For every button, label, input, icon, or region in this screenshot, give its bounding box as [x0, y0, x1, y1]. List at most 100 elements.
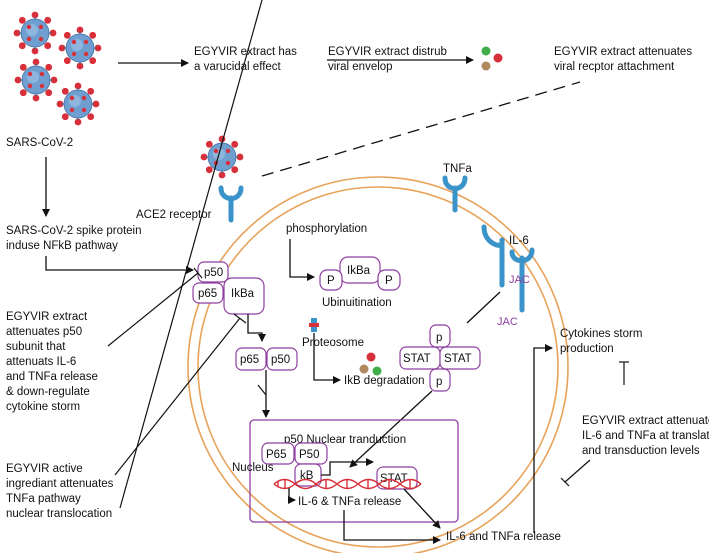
p-left-text: P — [327, 275, 335, 287]
tnfa-label: TNFa — [443, 163, 472, 175]
p65-box — [192, 282, 224, 304]
p50-inhib-text-6: & down-regulate — [6, 386, 90, 398]
ace2-receptor-icon — [221, 188, 241, 220]
deg-dot-brown — [359, 364, 369, 374]
virus-icon — [55, 81, 101, 127]
inhib-release-bar — [560, 477, 570, 487]
P50-text: P50 — [299, 449, 319, 461]
translation-text-2: IL-6 and TNFa at translation — [582, 430, 709, 442]
nucleus-label: Nucleus — [232, 462, 274, 474]
proteosome-label: Proteosome — [302, 337, 364, 349]
p50-inhib-text-5: and TNFa release — [6, 371, 98, 383]
p50-box — [197, 261, 229, 283]
p50-text: p50 — [204, 267, 223, 279]
cell-membrane-inner — [197, 186, 559, 548]
il6-receptor-arm — [481, 224, 505, 248]
virucidal-text-1: EGYVIR extract has — [194, 46, 297, 58]
cytokine-storm-text-2: production — [560, 343, 614, 355]
il6-label: IL-6 — [509, 235, 529, 247]
ikba-text: IkBa — [231, 288, 255, 300]
active-text-4: nuclear translocation — [6, 508, 112, 520]
stat-nuc-box — [376, 466, 418, 490]
nucleus-box — [249, 419, 459, 523]
il6-tnfa-release-nuc-label: IL-6 & TNFa release — [298, 496, 401, 508]
active-text-2: ingrediant attenuates — [6, 478, 114, 490]
particle-red — [493, 53, 503, 63]
arrow-nuc-release — [343, 510, 441, 544]
inhib-ikba-bar — [233, 313, 247, 324]
deg-dot-red — [366, 352, 376, 362]
p50b-box — [266, 347, 298, 371]
p50-inhib-text-4: attenuats IL-6 — [6, 356, 76, 368]
arrow-to-cytokine-storm — [533, 344, 553, 533]
arrow-to-p50 — [45, 256, 194, 274]
jac-top-label: JAC — [509, 274, 530, 286]
spike-text-2: induse NFkB pathway — [6, 240, 118, 252]
stat-right-box — [439, 346, 481, 370]
attachment-text-2: viral recptor attachment — [554, 61, 675, 73]
stat-left-text: STAT — [403, 353, 431, 365]
p65-text: p65 — [198, 288, 217, 300]
arrow-stat-to-nucleus — [349, 390, 433, 468]
ikba-box — [223, 277, 265, 315]
ikba2-text: IkBa — [347, 265, 371, 277]
p-top-box — [429, 324, 451, 348]
inhib-p50-line — [107, 272, 199, 347]
p50b-text: p50 — [271, 354, 290, 366]
p65b-box — [235, 347, 267, 371]
translation-text-1: EGYVIR extract attenuates — [582, 415, 709, 427]
arrow-stat-release — [403, 488, 441, 529]
proteosome-icon — [309, 318, 319, 332]
cytokine-storm-text-1: Cytokines storm — [560, 328, 642, 340]
p50-inhib-text-7: cytokine storm — [6, 401, 80, 413]
p65b-text: p65 — [240, 354, 259, 366]
P65-text: P65 — [266, 449, 286, 461]
tnfa-receptor-icon — [445, 178, 465, 210]
ubiquitination-label: Ubinuitination — [322, 297, 392, 309]
p-bottom-text: p — [436, 376, 442, 388]
ikb-degradation-label: IkB degradation — [344, 375, 425, 387]
attachment-text-1: EGYVIR extract attenuates — [554, 46, 692, 58]
inhib-p50-bar — [193, 267, 203, 279]
inhib-p65p50-line — [119, 0, 263, 509]
envelope-text-1: EGYVIR extract distrub — [328, 46, 447, 58]
virus-label: SARS-CoV-2 — [6, 137, 73, 149]
P65-box — [261, 442, 295, 465]
p-left-box — [319, 269, 343, 291]
arrow-kb-to-stat — [321, 458, 374, 476]
active-text-3: TNFa pathway — [6, 493, 81, 505]
inhib-release-line — [564, 459, 591, 483]
arrow-release-nuc — [288, 488, 296, 504]
dna-helix-icon — [273, 478, 422, 490]
jac-bottom-label: JAC — [497, 316, 518, 328]
active-text-1: EGYVIR active — [6, 463, 83, 475]
p50-inhib-text-2: attenuates p50 — [6, 326, 82, 338]
p50-inhib-text-3: subunit that — [6, 341, 66, 353]
inhib-ikba-line — [114, 317, 241, 476]
ace2-label: ACE2 receptor — [136, 209, 212, 221]
arrow-degradation — [313, 333, 341, 384]
virus-icon — [13, 11, 58, 56]
p-right-text: P — [385, 275, 393, 287]
cell-membrane-outer — [187, 176, 569, 553]
particle-brown — [481, 61, 491, 71]
p-right-box — [377, 269, 401, 291]
p50-inhib-text-1: EGYVIR extract — [6, 311, 88, 323]
arrow-phosphorylation — [289, 239, 315, 281]
stat-right-text: STAT — [444, 353, 472, 365]
virus-icon — [14, 57, 59, 103]
translation-text-3: and transduction levels — [582, 445, 700, 457]
arrow-to-p65p50 — [247, 314, 266, 342]
virus-icon — [57, 26, 103, 71]
p-bottom-box — [429, 368, 451, 392]
spike-text-1: SARS-CoV-2 spike protein — [6, 225, 142, 237]
envelope-text-2: viral envelop — [328, 61, 393, 73]
stat-nuc-text: STAT — [380, 473, 408, 485]
deg-dot-green — [372, 366, 382, 376]
phosphorylation-label: phosphorylation — [286, 223, 367, 235]
virucidal-text-2: a varucidal effect — [194, 61, 282, 73]
il6-tnfa-release-label: IL-6 and TNFa release — [446, 531, 561, 543]
line-jac-stat — [466, 291, 501, 324]
